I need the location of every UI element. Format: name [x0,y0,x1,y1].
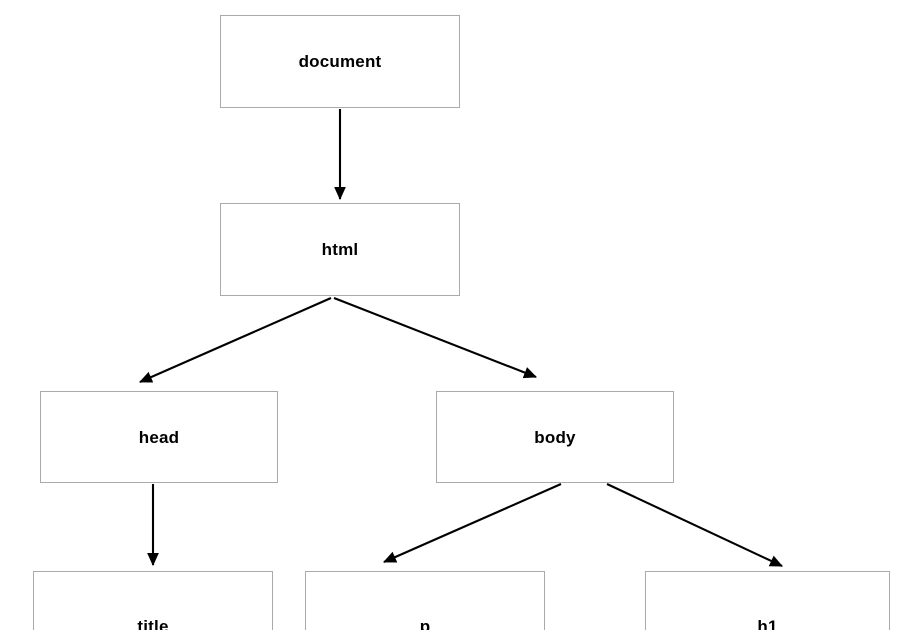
node-h1-label: h1 [757,617,778,630]
edge-body-h1 [606,483,783,567]
node-title[interactable]: title [33,571,273,630]
node-document-label: document [298,52,382,71]
node-body[interactable]: body [436,391,674,483]
edge-body-p [383,483,562,563]
node-p[interactable]: p [305,571,545,630]
node-p-label: p [419,617,431,630]
node-head[interactable]: head [40,391,278,483]
node-h1[interactable]: h1 [645,571,890,630]
edge-html-body [333,297,537,379]
node-title-label: title [137,617,169,630]
node-body-label: body [534,427,576,447]
node-html-label: html [321,240,359,259]
node-head-label: head [138,427,180,447]
node-html[interactable]: html [220,203,460,296]
edge-html-head [139,297,332,383]
node-document[interactable]: document [220,15,460,108]
